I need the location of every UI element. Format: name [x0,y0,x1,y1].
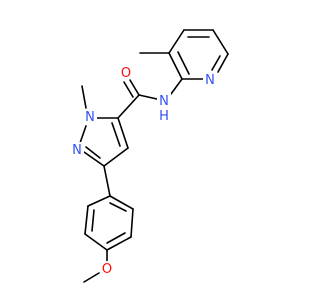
bond-py-c5-c6 [212,29,229,55]
bond-ar-c5-c6 [130,208,134,238]
bond-n1-methyl [81,85,87,109]
bond-ar-c6-c1 [109,195,134,210]
atom-pyrazole-n1: N [85,110,95,125]
bond-carbonyl-n [138,94,158,100]
atom-amide-nitrogen: N [159,94,169,109]
bond-py-c3-c4 [168,29,185,54]
bond-carbonyl-o [129,79,140,96]
bond-py-c6-n-double [211,55,221,71]
bond-carbonyl-o-double [123,81,134,98]
molecule-structure: O N H N N N O [70,29,229,283]
bond-n-pyridine [170,78,183,95]
bond-py-c2-c3 [168,52,183,80]
bond-ar-c2-c3 [84,205,89,235]
bond-ar-c2-c3-double [91,209,95,232]
bond-c5-c4 [117,117,129,149]
atom-labels: O N H N N N O [70,65,217,277]
bond-ar-c4-c5 [106,236,132,251]
bonds [79,29,229,283]
atom-pyrazole-n2: N [72,143,82,158]
bond-ar-c6-c1-double [109,202,127,212]
bond-ar-c1-c2 [87,195,111,207]
atom-ether-oxygen: O [102,262,112,277]
bond-c3-aryl [103,165,111,197]
bond-py-c2-c3-double [177,51,190,75]
bond-c3-n2-double [85,146,101,159]
bond-o-methyl [83,272,100,283]
bond-n2-n1 [79,125,87,144]
bond-ar-c3-c4 [84,233,108,251]
bond-c5-carbonyl [117,94,140,119]
atom-amide-hydrogen: H [159,109,169,124]
bond-c5-c4-double [111,122,121,147]
bond-ar-c4-c5-double [106,232,126,244]
bond-c4-c3 [103,147,129,167]
atom-pyridine-nitrogen: N [205,73,215,88]
bond-c3-n2 [83,151,105,167]
bond-py-c6-n [217,53,229,73]
atom-carbonyl-oxygen: O [121,66,131,81]
